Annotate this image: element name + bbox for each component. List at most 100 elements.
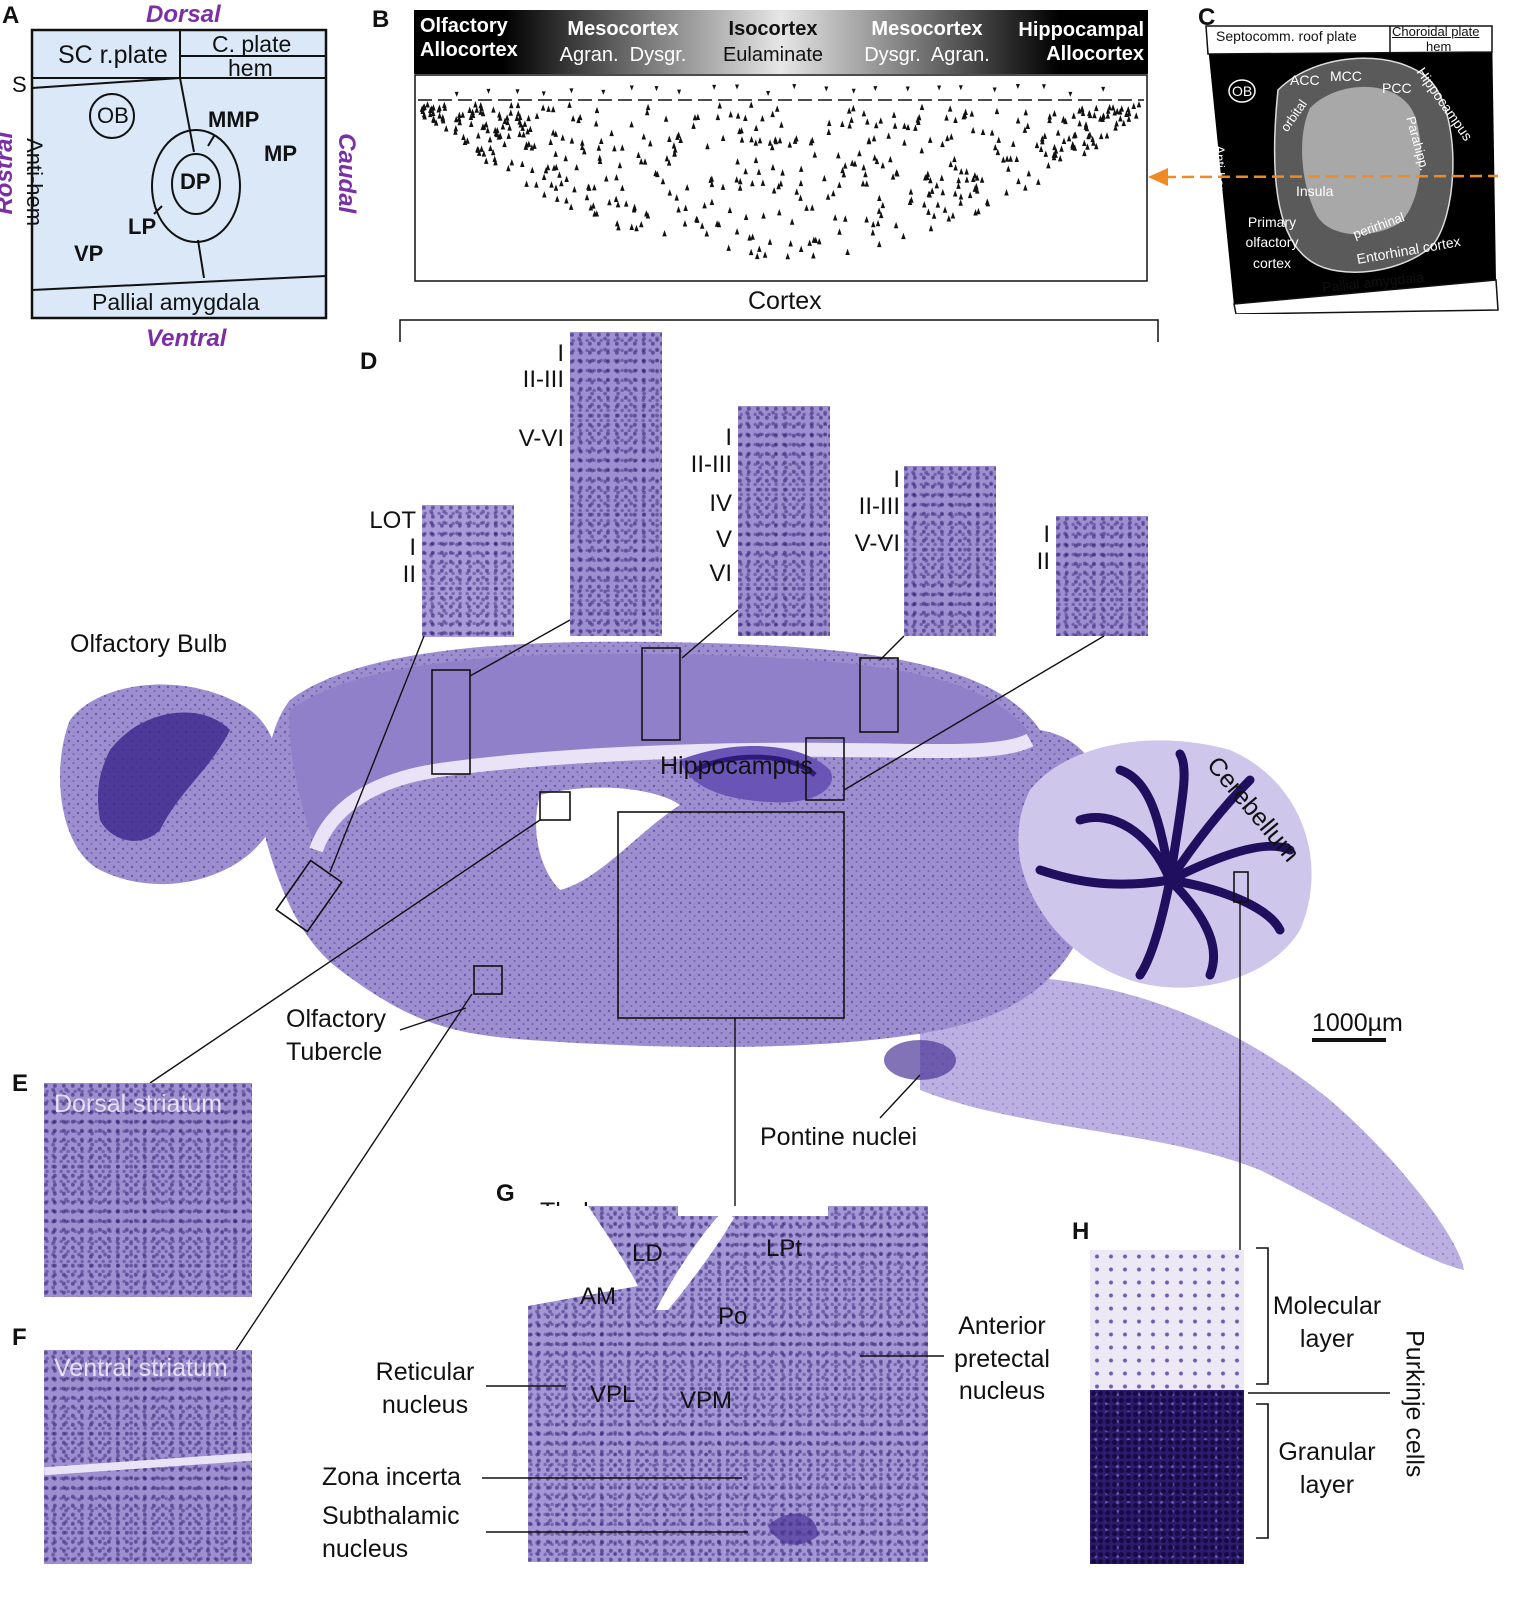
neuron-mark: [549, 181, 554, 188]
neuron-mark: [837, 228, 842, 235]
neuron-mark: [542, 191, 547, 198]
neuron-mark: [876, 207, 882, 214]
neuron-mark: [502, 140, 507, 148]
neuron-mark: [540, 104, 546, 111]
s-label: S: [12, 72, 27, 97]
neuron-mark: [1085, 143, 1090, 150]
neuron-mark: [629, 223, 634, 230]
neuron-mark: [753, 139, 759, 146]
neuron-mark: [592, 184, 597, 191]
neuron-mark: [995, 148, 1001, 156]
neuron-mark: [922, 201, 927, 208]
neuron-mark: [944, 114, 949, 121]
neuron-mark: [553, 150, 558, 157]
neuron-mark: [428, 106, 433, 114]
neuron-mark: [1072, 132, 1077, 139]
layer1-mark: [905, 86, 910, 92]
neuron-mark: [660, 177, 666, 185]
neuron-mark: [928, 176, 933, 184]
neuron-mark: [952, 155, 957, 163]
neuron-mark: [453, 128, 458, 135]
neuron-mark: [506, 132, 511, 139]
neuron-mark: [915, 116, 921, 123]
strip-dysgranular-mesocortex: [904, 466, 996, 636]
lam-c1-ii: II: [402, 561, 416, 588]
neuron-mark: [931, 212, 937, 219]
neuron-mark: [760, 179, 766, 186]
neuron-mark: [1061, 137, 1067, 145]
neuron-mark: [907, 198, 913, 206]
neuron-mark: [945, 134, 950, 142]
neuron-mark: [580, 143, 585, 151]
neuron-mark: [586, 183, 591, 190]
neuron-mark: [522, 120, 528, 127]
neuron-mark: [842, 162, 848, 169]
reticular-nucleus-label: Reticular nucleus: [375, 1358, 475, 1419]
neuron-mark: [476, 149, 482, 156]
neuron-mark: [748, 101, 754, 108]
neuron-mark: [804, 204, 809, 211]
neuron-mark: [755, 252, 760, 260]
neuron-mark: [596, 144, 602, 151]
neuron-mark: [874, 157, 880, 165]
neuron-mark: [1094, 142, 1099, 150]
neuron-mark: [568, 203, 574, 210]
neuron-mark: [493, 159, 498, 166]
neuron-mark: [926, 208, 931, 215]
neuron-mark: [467, 106, 472, 113]
neuron-mark: [1006, 165, 1011, 172]
neuron-mark: [521, 131, 526, 138]
neuron-mark: [570, 114, 576, 122]
neuron-mark: [460, 111, 466, 118]
neuron-mark: [877, 194, 882, 201]
neuron-mark: [546, 105, 551, 112]
neuron-mark: [970, 126, 976, 134]
neuron-mark: [756, 168, 762, 175]
lam-c5-i: I: [1043, 521, 1050, 548]
neuron-mark: [940, 188, 946, 196]
neuron-mark: [1025, 122, 1031, 129]
neuron-mark: [461, 133, 466, 140]
neuron-mark: [526, 114, 531, 122]
rostral-label: Rostral: [0, 131, 19, 215]
po-label: Po: [718, 1303, 748, 1330]
neuron-mark: [857, 149, 862, 157]
neuron-mark: [972, 185, 978, 192]
neuron-mark: [469, 120, 474, 127]
neuron-mark: [770, 110, 775, 118]
layer1-mark: [629, 85, 634, 91]
neuron-mark: [773, 137, 779, 145]
neuron-mark: [465, 137, 470, 144]
neuron-mark: [524, 180, 529, 187]
neuron-mark: [470, 108, 475, 115]
neuron-mark: [972, 172, 978, 179]
neuron-mark: [734, 228, 740, 235]
neuron-mark: [798, 245, 804, 253]
neuron-mark: [958, 199, 963, 206]
neuron-mark: [826, 119, 832, 126]
neuron-mark: [1038, 145, 1044, 152]
neuron-mark: [705, 142, 710, 150]
mcc-label: MCC: [1330, 68, 1362, 84]
neuron-mark: [794, 188, 799, 195]
neuron-mark: [958, 193, 964, 200]
neuron-mark: [639, 220, 644, 228]
neuron-mark: [616, 223, 621, 231]
neuron-mark: [940, 140, 945, 148]
neuron-mark: [757, 245, 762, 252]
ld-label: LD: [632, 1240, 663, 1267]
neuron-mark: [1092, 111, 1097, 119]
neuron-mark: [564, 197, 569, 204]
neuron-mark: [861, 110, 867, 117]
panel-letter-c: C: [1198, 4, 1216, 31]
neuron-mark: [529, 144, 535, 151]
neuron-mark: [785, 252, 790, 260]
neuron-mark: [674, 194, 679, 201]
layer1-mark: [851, 88, 856, 94]
neuron-mark: [497, 114, 503, 121]
layer1-mark: [873, 86, 878, 92]
roof-plate-label: Septocomm. roof plate: [1216, 28, 1357, 44]
neuron-mark: [1100, 113, 1106, 120]
